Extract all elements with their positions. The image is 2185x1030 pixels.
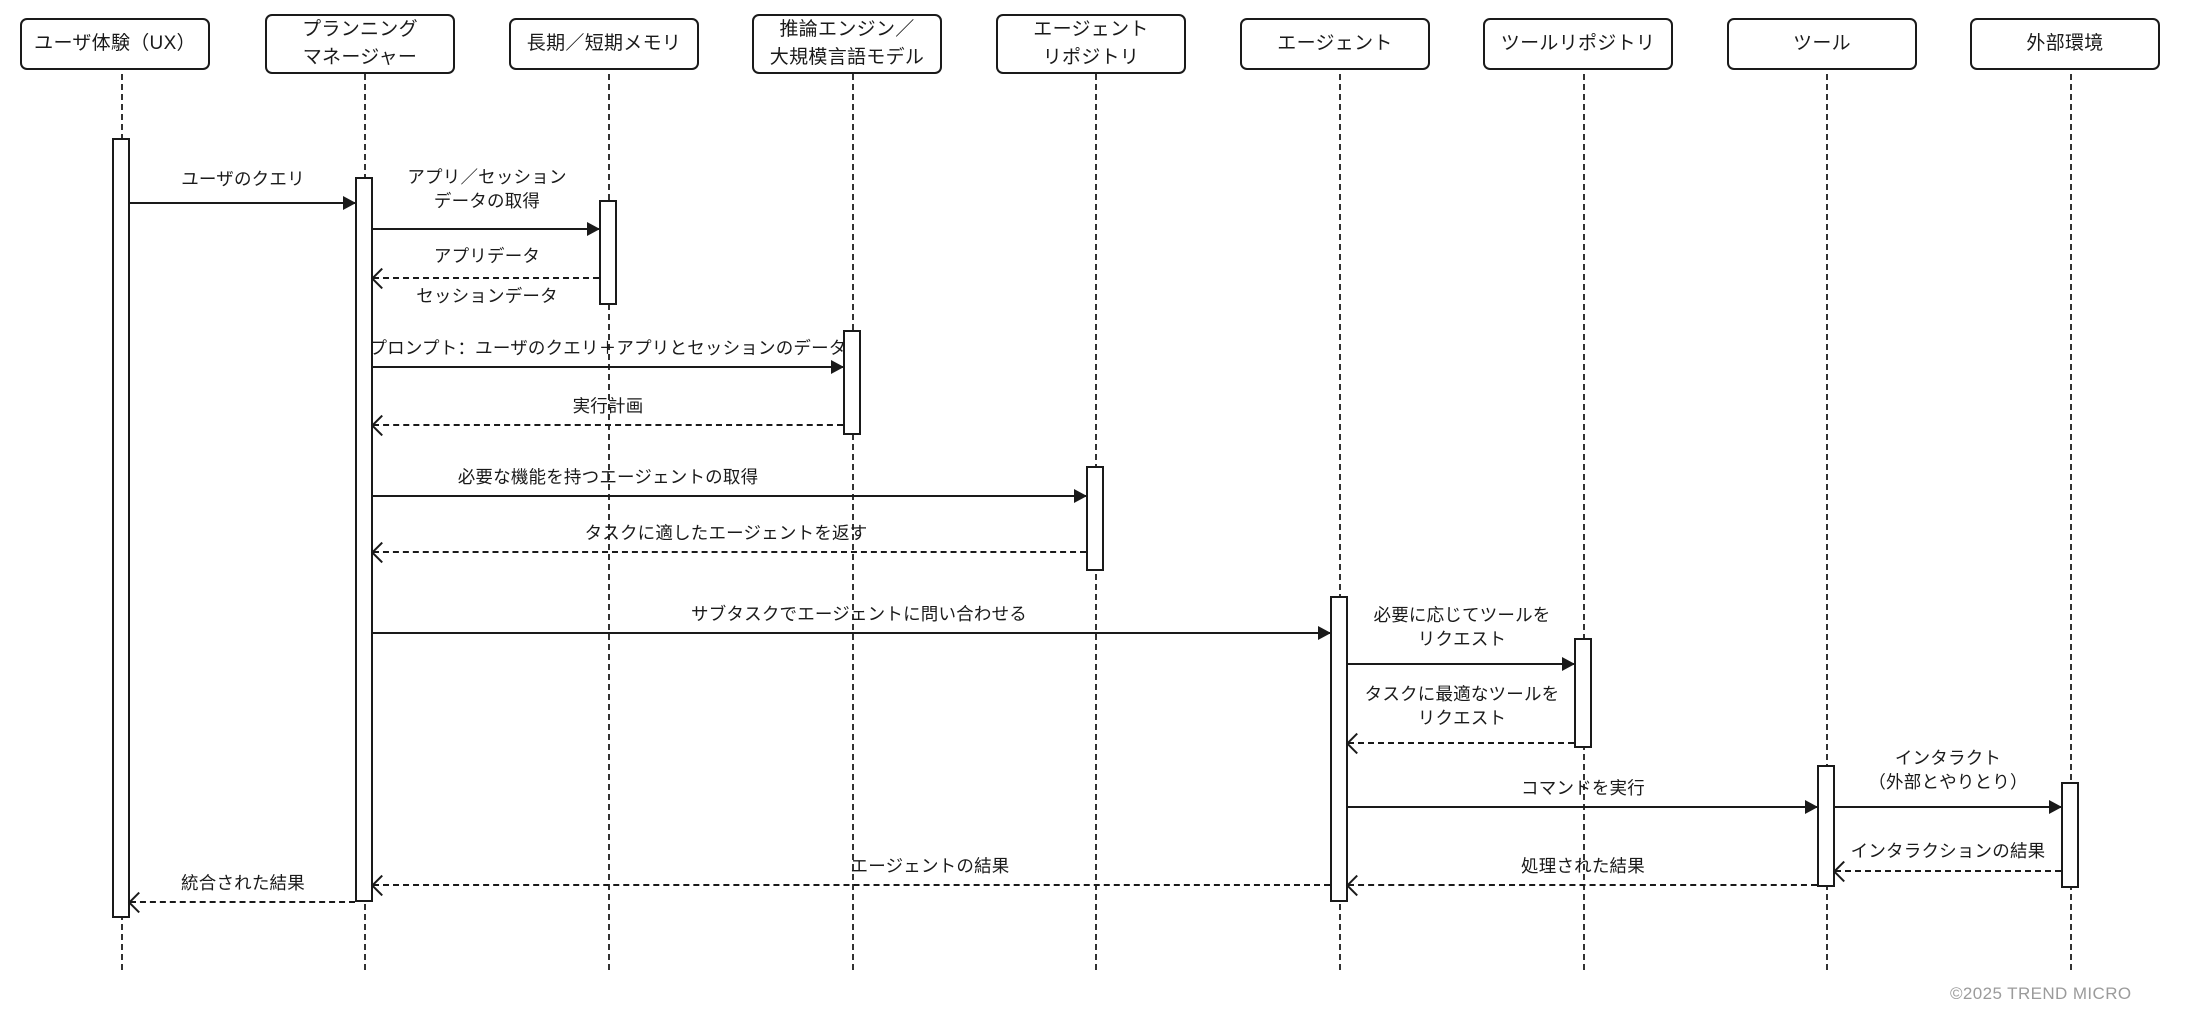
arrowhead-m8 — [1318, 626, 1331, 640]
message-label-m5: 実行計画 — [572, 396, 644, 416]
act-memory-bar — [599, 200, 617, 305]
participant-tool[interactable]: ツール — [1727, 18, 1917, 70]
message-line-m10 — [1348, 742, 1574, 744]
arrowhead-m10 — [1345, 732, 1368, 755]
lifeline-tool — [1826, 74, 1828, 970]
message-line-m14 — [1348, 884, 1817, 886]
act-ux-bar — [112, 138, 130, 918]
message-label-m6: 必要な機能を持つエージェントの取得 — [457, 467, 759, 487]
act-agent-repo-bar — [1086, 466, 1104, 571]
message-line-m1 — [130, 202, 355, 204]
participant-external[interactable]: 外部環境 — [1970, 18, 2160, 70]
message-label-m7: タスクに適したエージェントを返す — [584, 523, 868, 543]
lifeline-llm — [852, 74, 854, 970]
arrowhead-m5 — [370, 414, 393, 437]
message-line-m11 — [1348, 806, 1817, 808]
message-label-m14: 処理された結果 — [1521, 856, 1645, 876]
act-agent-bar — [1330, 596, 1348, 902]
arrowhead-m9 — [1562, 657, 1575, 671]
participant-agent[interactable]: エージェント — [1240, 18, 1430, 70]
participant-llm[interactable]: 推論エンジン／ 大規模言語モデル — [752, 14, 942, 74]
message-label-m10: タスクに最適なツールを リクエスト — [1364, 684, 1560, 728]
message-line-m8 — [373, 632, 1330, 634]
copyright-footer: ©2025 TREND MICRO — [1950, 984, 2132, 1003]
participant-label-tool: ツール — [1793, 33, 1851, 55]
participant-agent-repo[interactable]: エージェント リポジトリ — [996, 14, 1186, 74]
participant-ux[interactable]: ユーザ体験（UX） — [20, 18, 210, 70]
participant-label-agent: エージェント — [1277, 33, 1393, 55]
message-line-m15 — [373, 884, 1330, 886]
message-label-m3b: セッションデータ — [416, 286, 558, 306]
lifeline-agent — [1339, 74, 1341, 970]
message-label-m15: エージェントの結果 — [850, 856, 1010, 876]
message-label-m9: 必要に応じてツールを リクエスト — [1373, 605, 1551, 649]
participant-tool-repo[interactable]: ツールリポジトリ — [1483, 18, 1673, 70]
participant-memory[interactable]: 長期／短期メモリ — [509, 18, 699, 70]
message-label-m3: アプリデータ — [433, 246, 541, 266]
message-line-m12 — [1835, 806, 2061, 808]
arrowhead-m2 — [587, 222, 600, 236]
message-label-m11: コマンドを実行 — [1521, 778, 1645, 798]
arrowhead-m1 — [343, 196, 356, 210]
act-tool-bar — [1817, 765, 1835, 887]
message-line-m4 — [373, 366, 843, 368]
participant-label-external: 外部環境 — [2026, 33, 2104, 55]
message-label-m4: プロンプト：ユーザのクエリ＋アプリとセッションのデータ — [369, 338, 847, 358]
arrowhead-m12 — [2049, 800, 2062, 814]
message-line-m9 — [1348, 663, 1574, 665]
lifeline-memory — [608, 74, 610, 970]
message-line-m2 — [373, 228, 599, 230]
act-llm-bar — [843, 330, 861, 435]
participant-label-tool-repo: ツールリポジトリ — [1500, 33, 1656, 55]
message-label-m16: 統合された結果 — [181, 873, 305, 893]
message-line-m3 — [373, 277, 599, 279]
message-line-m6 — [373, 495, 1086, 497]
message-label-m2: アプリ／セッション データの取得 — [407, 167, 567, 211]
message-line-m16 — [130, 901, 355, 903]
arrowhead-m13 — [1832, 860, 1855, 883]
message-line-m13 — [1835, 870, 2061, 872]
act-tool-repo-bar — [1574, 638, 1592, 748]
participant-label-planning: プランニング マネージャー — [302, 19, 418, 68]
message-label-m13: インタラクションの結果 — [1850, 841, 2046, 861]
message-line-m5 — [373, 424, 843, 426]
participant-label-llm: 推論エンジン／ 大規模言語モデル — [769, 19, 925, 68]
participant-label-memory: 長期／短期メモリ — [526, 33, 682, 55]
arrowhead-m14 — [1345, 874, 1368, 897]
arrowhead-m11 — [1805, 800, 1818, 814]
arrowhead-m16 — [127, 891, 150, 914]
lifeline-tool-repo — [1583, 74, 1585, 970]
participant-label-ux: ユーザ体験（UX） — [34, 33, 196, 55]
arrowhead-m4 — [831, 360, 844, 374]
arrowhead-m7 — [370, 541, 393, 564]
message-label-m12: インタラクト （外部とやりとり） — [1868, 748, 2028, 792]
arrowhead-m15 — [370, 874, 393, 897]
message-line-m7 — [373, 551, 1086, 553]
participant-planning[interactable]: プランニング マネージャー — [265, 14, 455, 74]
act-planning-bar — [355, 177, 373, 902]
message-label-m8: サブタスクでエージェントに問い合わせる — [691, 604, 1027, 624]
arrowhead-m6 — [1074, 489, 1087, 503]
participant-label-agent-repo: エージェント リポジトリ — [1033, 19, 1149, 68]
arrowhead-m3 — [370, 267, 393, 290]
act-external-bar — [2061, 782, 2079, 888]
lifeline-external — [2070, 74, 2072, 970]
message-label-m1: ユーザのクエリ — [181, 169, 305, 189]
